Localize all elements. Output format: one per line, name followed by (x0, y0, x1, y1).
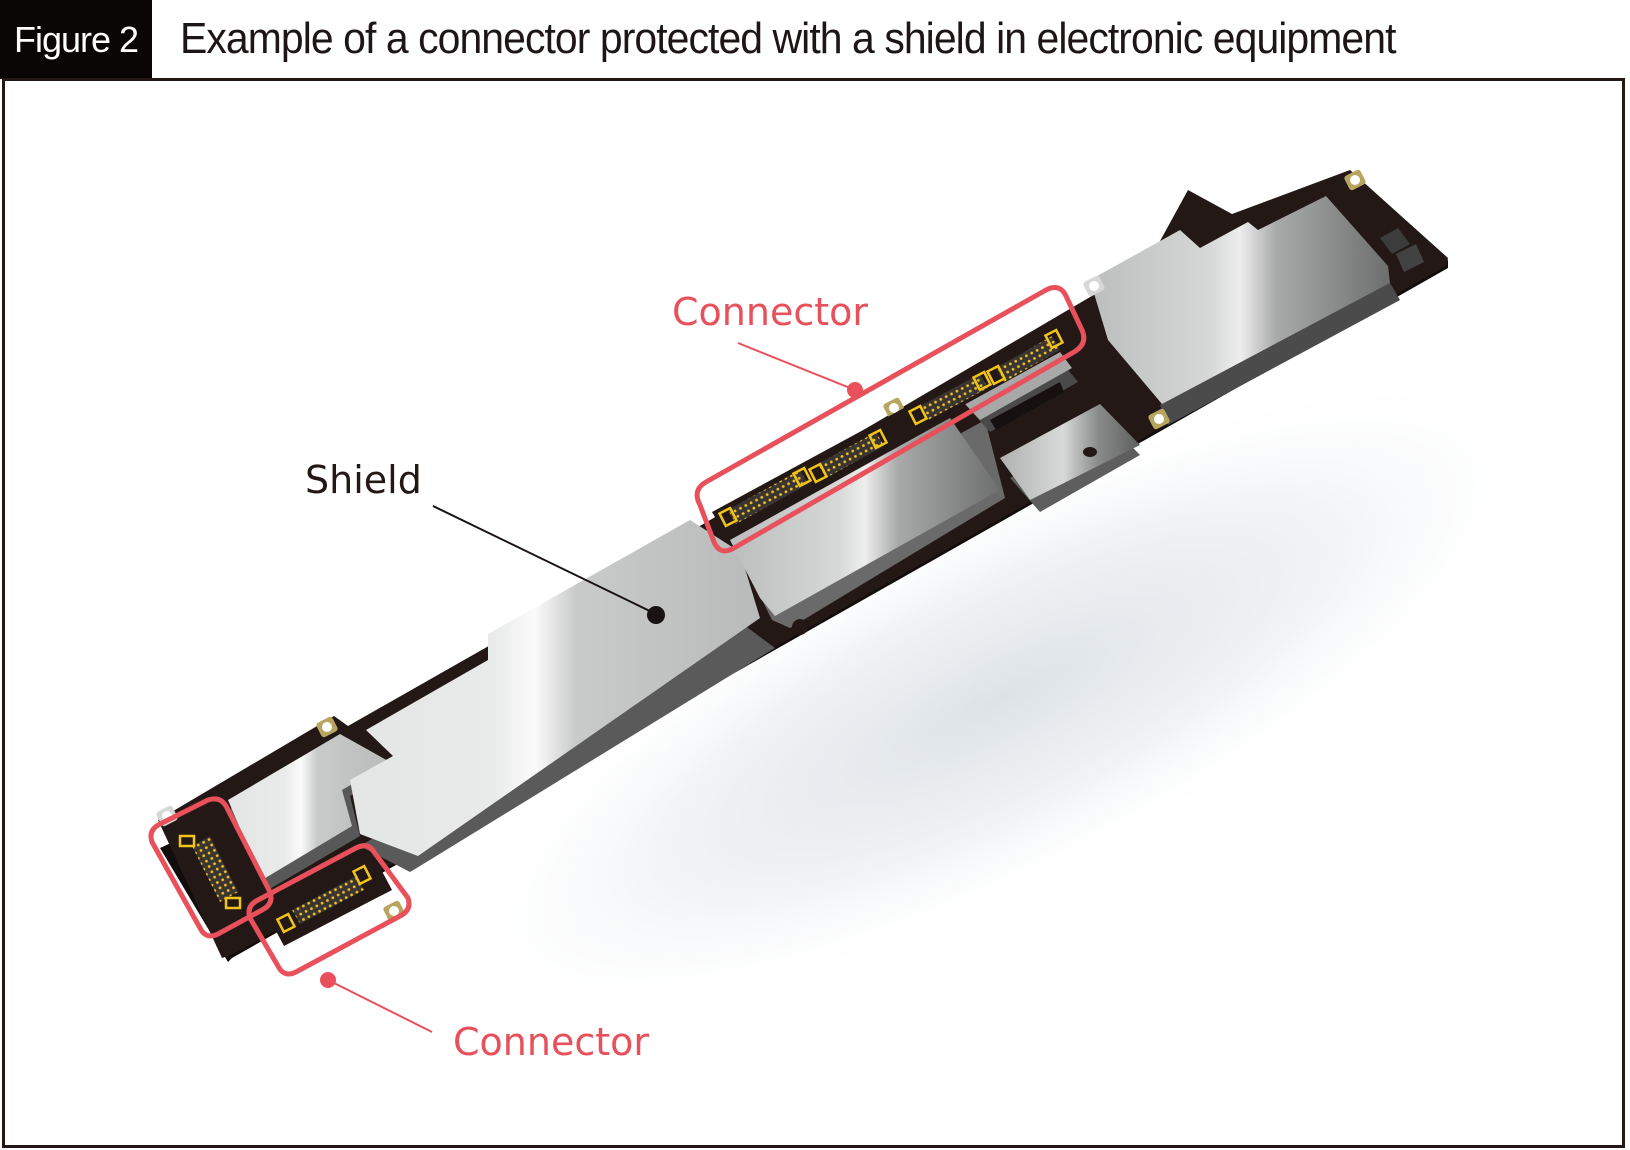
label-shield: Shield (305, 458, 422, 502)
highlight-box-top (694, 285, 1087, 554)
board-connector (275, 864, 373, 934)
connector-group-top (712, 318, 1082, 536)
leader-connector-bottom-dot (320, 972, 336, 988)
mounting-pads (156, 169, 1366, 922)
leader-shield-dot (647, 606, 665, 624)
mount-pad (1344, 169, 1366, 191)
label-connector-top: Connector (672, 290, 868, 334)
board-connector (985, 328, 1065, 386)
mount-pad (1148, 408, 1170, 430)
figure-number-badge: Figure 2 (0, 0, 152, 79)
connector-highlights (148, 285, 1087, 977)
label-connector-bottom: Connector (453, 1020, 649, 1064)
board-connector (907, 370, 993, 426)
connector-group-bottom (168, 810, 392, 946)
leader-connector-top (737, 342, 856, 391)
board-connector (717, 466, 813, 528)
leader-connector-bottom (327, 979, 433, 1033)
figure-title: Example of a connector protected with a … (180, 14, 1396, 63)
leader-shield (432, 505, 657, 615)
mount-pad (316, 716, 338, 738)
highlight-box-bottom-right (246, 843, 412, 977)
drop-shadow (440, 371, 1560, 1029)
mount-pad (1083, 275, 1105, 297)
figure-number: Figure 2 (13, 18, 139, 60)
board-connector (807, 428, 889, 484)
board-connector (178, 834, 242, 910)
leader-connector-top-dot (847, 382, 863, 398)
leader-lines (320, 342, 863, 1033)
